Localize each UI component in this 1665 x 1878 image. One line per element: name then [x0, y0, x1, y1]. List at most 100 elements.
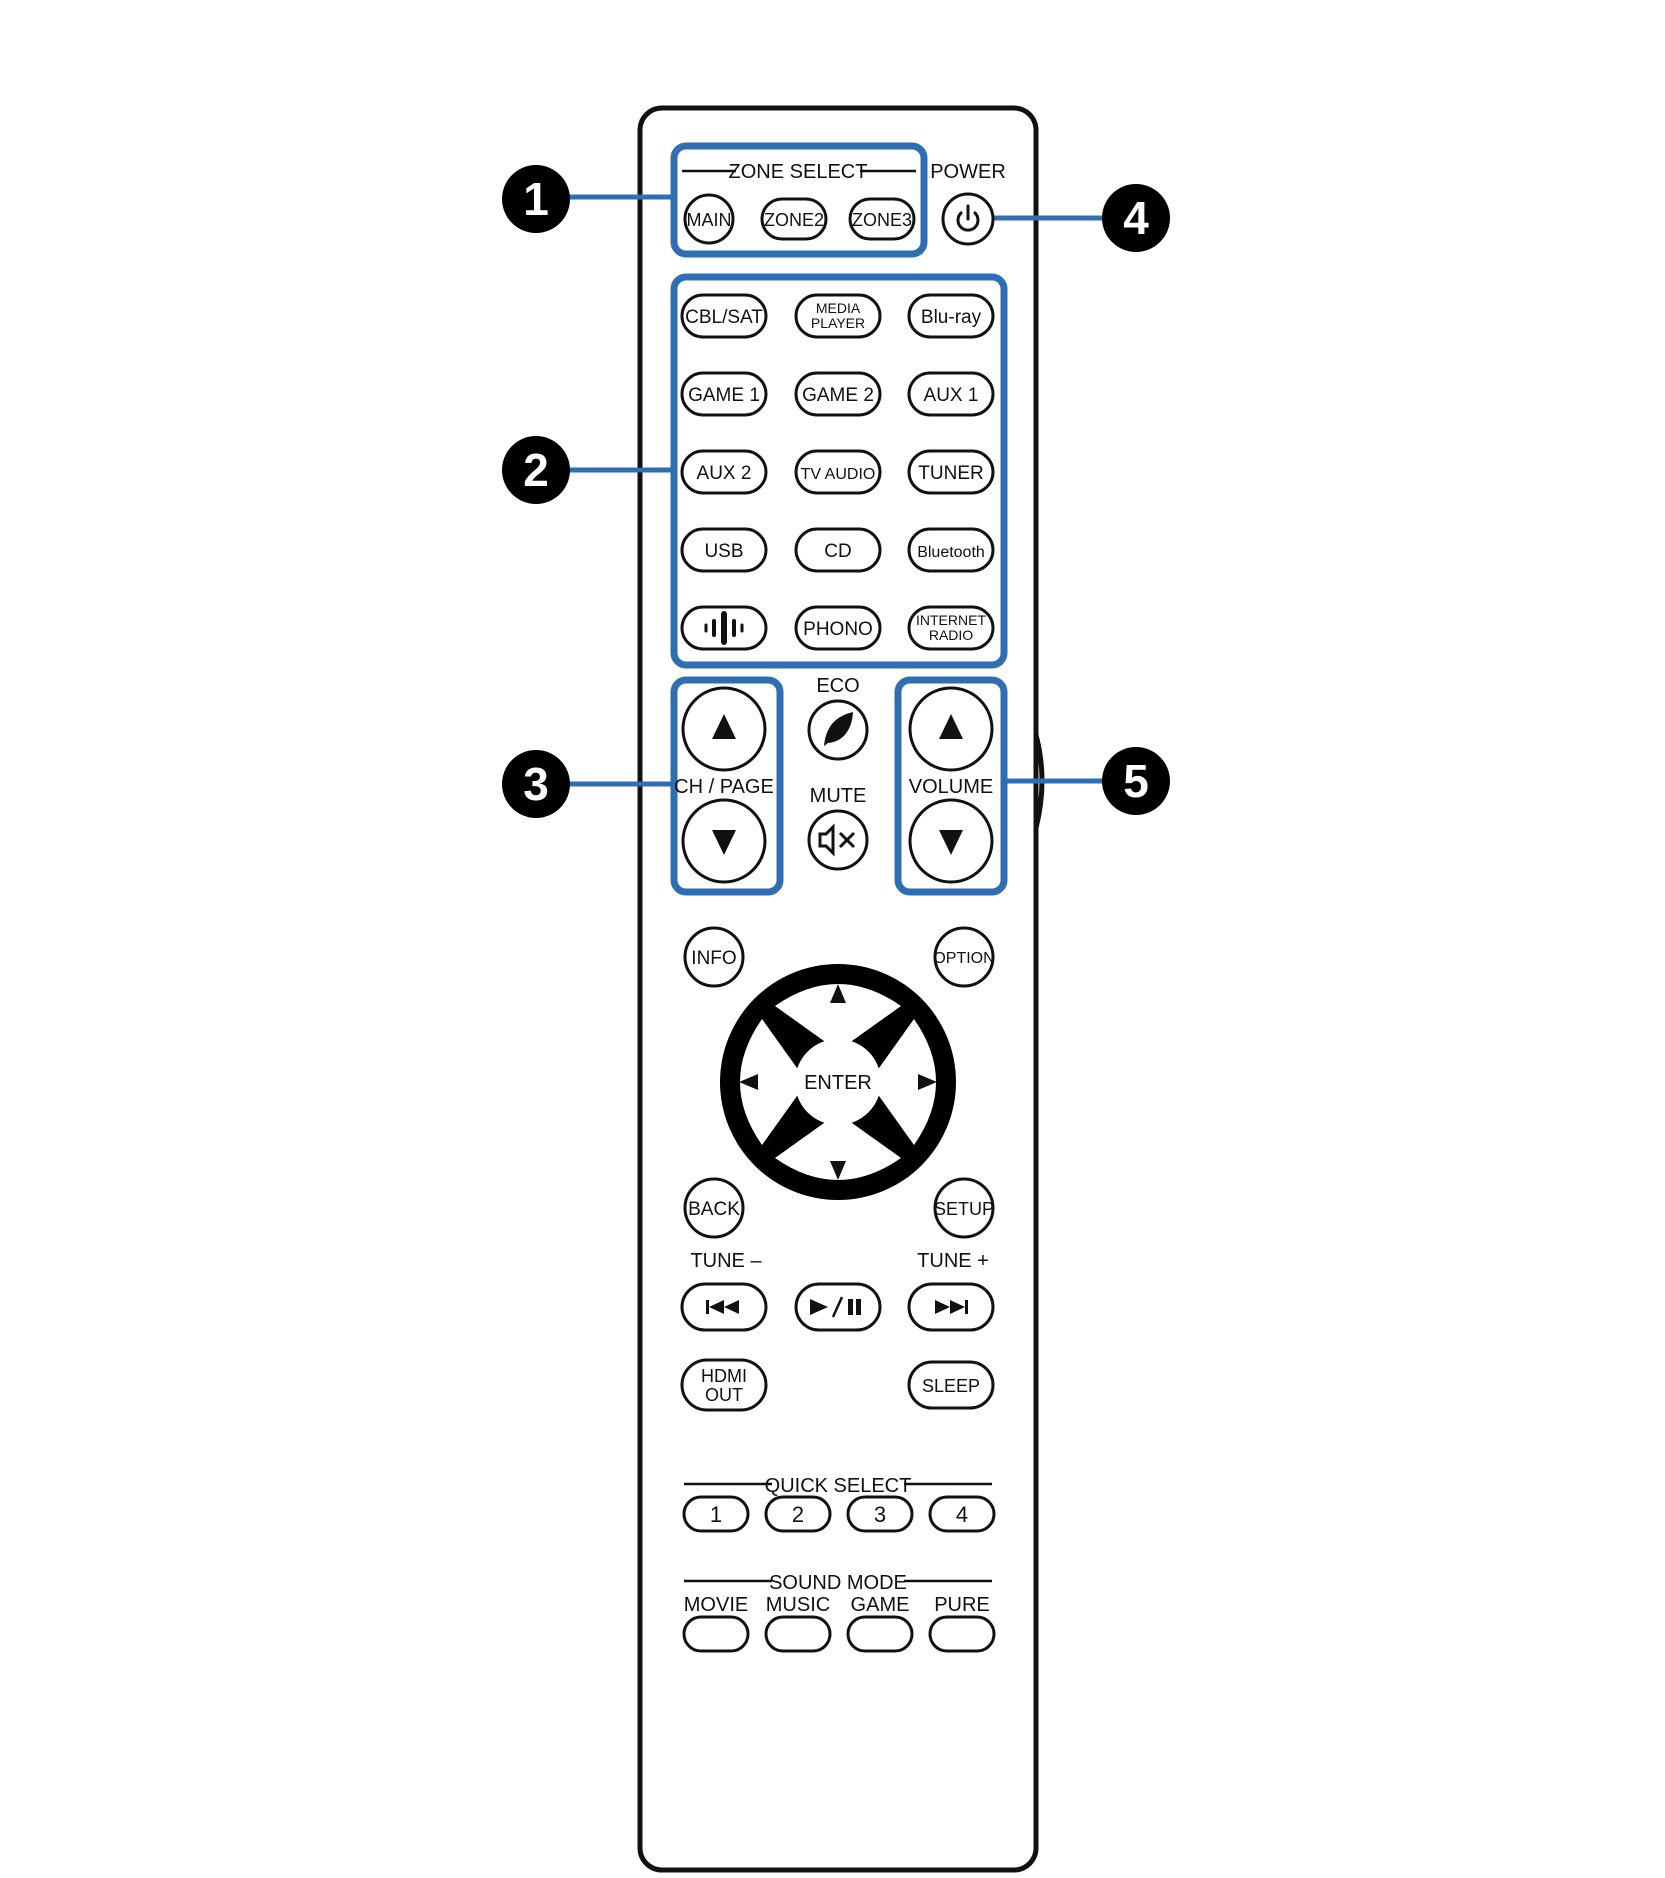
option-button[interactable]: OPTION	[933, 926, 995, 988]
play-pause-icon	[810, 1296, 861, 1318]
source-button-tv-audio[interactable]: TV AUDIO	[794, 449, 882, 495]
power-icon	[956, 204, 980, 232]
zone-select-label: ZONE SELECT	[729, 161, 868, 183]
sound-mode-music-label: MUSIC	[766, 1594, 830, 1616]
sound-mode-music-button[interactable]	[764, 1615, 832, 1653]
next-track-button[interactable]	[907, 1282, 995, 1332]
internet-radio-line2: RADIO	[929, 627, 973, 643]
svg-text:AUX 2: AUX 2	[697, 463, 752, 484]
media-player-line2: PLAYER	[811, 315, 865, 331]
skip-back-icon	[706, 1300, 739, 1314]
quick-select-2-button[interactable]: 2	[764, 1495, 832, 1533]
hdmi-out-line2: OUT	[705, 1385, 743, 1405]
enter-button[interactable]: ENTER	[795, 1039, 881, 1125]
zone3-button[interactable]: ZONE3	[848, 197, 916, 241]
power-button[interactable]	[941, 192, 995, 246]
svg-text:BACK: BACK	[688, 1199, 740, 1220]
previous-track-button[interactable]	[680, 1282, 768, 1332]
internet-radio-line1: INTERNET	[916, 612, 986, 628]
mute-button[interactable]	[807, 809, 869, 871]
source-button-internet-radio[interactable]: INTERNET RADIO	[907, 605, 995, 651]
highlight-ch-page	[670, 676, 784, 896]
ch-page-down-button[interactable]	[681, 798, 767, 884]
sound-mode-game-label: GAME	[851, 1594, 910, 1616]
dpad-left-button[interactable]	[740, 1019, 807, 1145]
source-button-bluetooth[interactable]: Bluetooth	[907, 527, 995, 573]
source-button-heos[interactable]	[680, 605, 768, 651]
source-button-blu-ray[interactable]: Blu-ray	[907, 293, 995, 339]
quick-select-1-button[interactable]: 1	[682, 1495, 750, 1533]
svg-text:USB: USB	[704, 541, 743, 562]
up-arrow-icon	[830, 984, 846, 1003]
source-button-usb[interactable]: USB	[680, 527, 768, 573]
svg-text:ENTER: ENTER	[804, 1072, 872, 1094]
up-arrow-icon	[712, 714, 736, 739]
volume-down-button[interactable]	[908, 798, 994, 884]
sound-mode-movie-button[interactable]	[682, 1615, 750, 1653]
quick-select-3-button[interactable]: 3	[846, 1495, 914, 1533]
svg-text:3: 3	[874, 1502, 886, 1527]
sound-mode-movie-label: MOVIE	[684, 1594, 748, 1616]
ch-page-label: CH / PAGE	[674, 776, 774, 798]
volume-up-button[interactable]	[908, 686, 994, 772]
ch-page-up-button[interactable]	[681, 686, 767, 772]
source-button-game2[interactable]: GAME 2	[794, 371, 882, 417]
dpad-up-button[interactable]	[775, 984, 901, 1051]
highlight-zone-select	[670, 142, 928, 258]
source-button-phono[interactable]: PHONO	[794, 605, 882, 651]
source-button-aux2[interactable]: AUX 2	[680, 449, 768, 495]
leaf-icon	[824, 712, 853, 746]
svg-text:INFO: INFO	[691, 948, 736, 969]
left-arrow-icon	[739, 1074, 758, 1090]
eco-label: ECO	[816, 675, 859, 697]
svg-text:1: 1	[523, 173, 549, 225]
svg-text:AUX 1: AUX 1	[924, 385, 979, 406]
zone2-button[interactable]: ZONE2	[760, 197, 828, 241]
sound-mode-label: SOUND MODE	[769, 1572, 907, 1594]
svg-text:4: 4	[956, 1502, 968, 1527]
dpad-down-button[interactable]	[775, 1113, 901, 1180]
media-player-line1: MEDIA	[816, 300, 861, 316]
svg-text:TV AUDIO: TV AUDIO	[801, 466, 876, 483]
heos-icon	[704, 611, 744, 645]
play-pause-button[interactable]	[794, 1282, 882, 1332]
callout-5: 5	[1102, 747, 1170, 815]
source-button-tuner[interactable]: TUNER	[907, 449, 995, 495]
back-button[interactable]: BACK	[683, 1177, 745, 1239]
svg-text:2: 2	[792, 1502, 804, 1527]
svg-text:CD: CD	[824, 541, 851, 562]
svg-text:Bluetooth: Bluetooth	[917, 544, 985, 561]
hdmi-out-button[interactable]: HDMI OUT	[680, 1358, 768, 1412]
main-zone-button[interactable]: MAIN	[683, 193, 735, 245]
quick-select-label: QUICK SELECT	[765, 1475, 912, 1497]
callout-3: 3	[502, 750, 570, 818]
sound-mode-game-button[interactable]	[846, 1615, 914, 1653]
info-button[interactable]: INFO	[683, 926, 745, 988]
source-button-cd[interactable]: CD	[794, 527, 882, 573]
dpad-right-button[interactable]	[869, 1019, 936, 1145]
source-button-cbl-sat[interactable]: CBL/SAT	[680, 293, 768, 339]
sound-mode-pure-button[interactable]	[928, 1615, 996, 1653]
source-button-game1[interactable]: GAME 1	[680, 371, 768, 417]
callout-1: 1	[502, 165, 570, 233]
svg-text:4: 4	[1123, 192, 1149, 244]
svg-text:OPTION: OPTION	[933, 950, 994, 967]
down-arrow-icon	[712, 830, 736, 855]
setup-button[interactable]: SETUP	[933, 1177, 995, 1239]
sleep-button[interactable]: SLEEP	[907, 1360, 995, 1410]
source-button-aux1[interactable]: AUX 1	[907, 371, 995, 417]
svg-text:CBL/SAT: CBL/SAT	[685, 307, 763, 328]
svg-text:ZONE2: ZONE2	[764, 210, 824, 230]
quick-select-4-button[interactable]: 4	[928, 1495, 996, 1533]
svg-text:2: 2	[523, 444, 549, 496]
svg-text:GAME 1: GAME 1	[688, 385, 760, 406]
svg-text:3: 3	[523, 758, 549, 810]
power-label: POWER	[930, 161, 1006, 183]
callout-2: 2	[502, 436, 570, 504]
svg-text:5: 5	[1123, 755, 1149, 807]
svg-text:PHONO: PHONO	[803, 619, 873, 640]
down-arrow-icon	[830, 1161, 846, 1180]
right-arrow-icon	[918, 1074, 937, 1090]
eco-button[interactable]	[807, 699, 869, 761]
source-button-media-player[interactable]: MEDIA PLAYER	[794, 293, 882, 339]
